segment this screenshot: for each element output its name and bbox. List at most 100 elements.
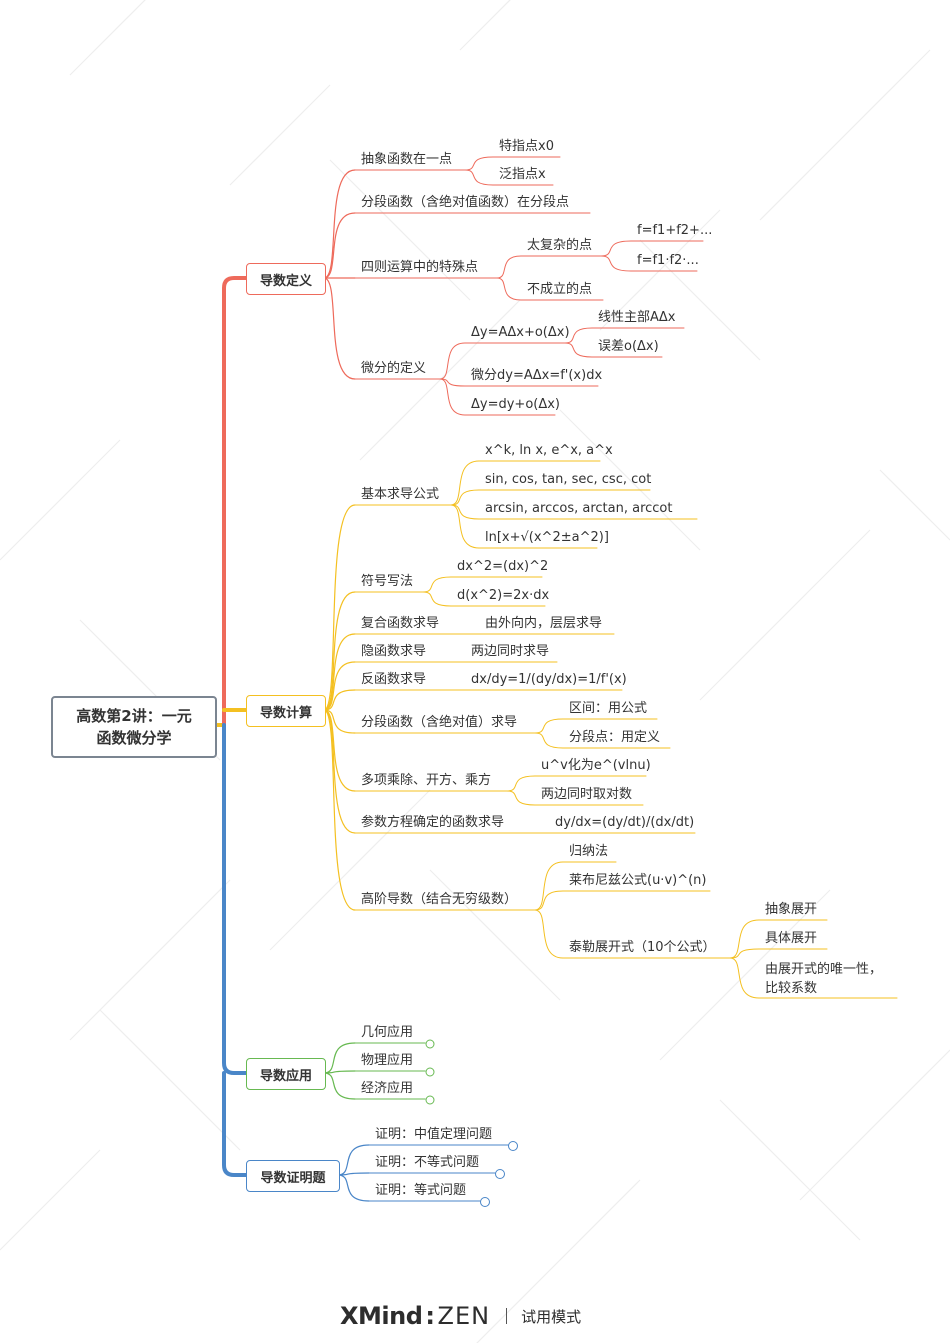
curve-connector [323, 277, 356, 380]
collapse-indicator[interactable] [508, 1141, 518, 1151]
branch-label: 导数应用 [259, 1068, 312, 1084]
topic-basic-power-exp[interactable]: x^k, ln x, e^x, a^x [485, 443, 613, 458]
collapse-indicator[interactable] [425, 1095, 435, 1105]
topic-higher-derivative[interactable]: 高阶导数（结合无穷级数） [361, 892, 518, 907]
curve-connector [534, 732, 564, 749]
topic-general-point[interactable]: 泛指点x [499, 167, 546, 182]
curve-connector [564, 342, 593, 358]
topic-induction[interactable]: 归纳法 [569, 844, 609, 859]
topic-delta-y-formula[interactable]: Δy=AΔx+o(Δx) [471, 325, 570, 340]
topic-abstract-function[interactable]: 抽象函数在一点 [361, 152, 453, 167]
topic-geometry-application[interactable]: 几何应用 [361, 1025, 414, 1040]
brand-edition: ZEN [437, 1302, 491, 1330]
topic-product-form[interactable]: f=f1·f2·... [637, 253, 699, 268]
topic-taylor-concrete[interactable]: 具体展开 [765, 931, 818, 946]
topic-composite-detail[interactable]: 由外向内，层层求导 [485, 616, 603, 631]
topic-composite-derivative[interactable]: 复合函数求导 [361, 616, 440, 631]
branch-derivative-application[interactable]: 导数应用 [246, 1058, 326, 1090]
curve-connector [464, 156, 494, 171]
topic-basic-formulas[interactable]: 基本求导公式 [361, 487, 440, 502]
curve-connector [534, 909, 564, 959]
topic-proof-inequality[interactable]: 证明：不等式问题 [375, 1155, 480, 1170]
curve-connector [450, 504, 480, 549]
curve-connector [506, 775, 536, 792]
curve-connector [422, 576, 452, 593]
curve-connector [450, 489, 480, 506]
curve-connector [323, 1070, 356, 1074]
branch-derivative-calculation[interactable]: 导数计算 [246, 695, 326, 727]
topic-sum-form[interactable]: f=f1+f2+... [637, 223, 713, 238]
topic-linear-principal[interactable]: 线性主部AΔx [598, 310, 676, 325]
trunk-lower [222, 723, 248, 1075]
curve-connector [422, 591, 452, 607]
topic-inverse-derivative[interactable]: 反函数求导 [361, 672, 427, 687]
curve-connector [323, 1042, 356, 1074]
topic-parametric-derivative[interactable]: 参数方程确定的函数求导 [361, 815, 505, 830]
curve-connector [323, 709, 356, 734]
topic-basic-trig[interactable]: sin, cos, tan, sec, csc, cot [485, 472, 652, 487]
curve-connector [323, 1072, 356, 1100]
topic-taylor-abstract[interactable]: 抽象展开 [765, 902, 818, 917]
topic-economics-application[interactable]: 经济应用 [361, 1081, 414, 1096]
topic-notation[interactable]: 符号写法 [361, 574, 414, 589]
root-topic[interactable]: 高数第2讲：一元 函数微分学 [51, 696, 217, 758]
collapse-indicator[interactable] [425, 1039, 435, 1049]
topic-notation-dx2[interactable]: dx^2=(dx)^2 [457, 559, 549, 574]
topic-piecewise-point[interactable]: 分段函数（含绝对值函数）在分段点 [361, 195, 570, 210]
topic-parametric-detail[interactable]: dy/dx=(dy/dt)/(dx/dt) [555, 815, 695, 830]
collapse-indicator[interactable] [480, 1197, 490, 1207]
curve-connector [323, 709, 356, 834]
topic-multi-exp-form[interactable]: u^v化为e^(vlnu) [541, 758, 651, 773]
collapse-indicator[interactable] [495, 1169, 505, 1179]
trunk-definition [222, 276, 248, 727]
curve-connector [600, 240, 632, 257]
topic-notation-dx2-product[interactable]: d(x^2)=2x·dx [457, 588, 550, 603]
topic-physics-application[interactable]: 物理应用 [361, 1053, 414, 1068]
topic-complex-point[interactable]: 太复杂的点 [527, 238, 593, 253]
trial-mode-label: 试用模式 [521, 1307, 582, 1326]
topic-piecewise-breakpoint[interactable]: 分段点：用定义 [569, 730, 661, 745]
curve-connector [323, 591, 356, 711]
footer-divider [506, 1308, 508, 1324]
topic-inverse-detail[interactable]: dx/dy=1/(dy/dx)=1/f'(x) [471, 672, 627, 687]
branch-label: 导数定义 [259, 273, 312, 289]
topic-leibniz[interactable]: 莱布尼兹公式(u·v)^(n) [569, 873, 707, 888]
topic-specific-point[interactable]: 特指点x0 [499, 139, 554, 154]
topic-proof-equality[interactable]: 证明：等式问题 [375, 1183, 467, 1198]
root-topic-line1: 高数第2讲：一元 [76, 707, 192, 725]
topic-taylor-uniqueness[interactable]: 由展开式的唯一性，比较系数 [765, 962, 883, 996]
curve-connector [496, 277, 522, 301]
topic-error-term[interactable]: 误差o(Δx) [598, 339, 659, 354]
topic-piecewise-derivative[interactable]: 分段函数（含绝对值）求导 [361, 715, 518, 730]
brand-colon: : [425, 1302, 435, 1330]
branch-derivative-definition[interactable]: 导数定义 [246, 263, 326, 295]
curve-connector [439, 378, 466, 416]
topic-basic-log-sqrt[interactable]: ln[x+√(x^2±a^2)] [485, 530, 609, 545]
curve-connector [534, 861, 564, 911]
topic-implicit-derivative[interactable]: 隐函数求导 [361, 644, 427, 659]
topic-differential-dy[interactable]: 微分dy=AΔx=f'(x)dx [471, 368, 603, 383]
curve-connector [729, 919, 760, 959]
curve-connector [323, 661, 356, 711]
branch-label: 导数证明题 [260, 1170, 326, 1186]
topic-differential-definition[interactable]: 微分的定义 [361, 361, 427, 376]
curve-connector [323, 709, 356, 911]
topic-arithmetic-special-point[interactable]: 四则运算中的特殊点 [361, 260, 479, 275]
curve-connector [323, 709, 356, 792]
topic-multi-operations[interactable]: 多项乘除、开方、乘方 [361, 773, 492, 788]
topic-piecewise-interval[interactable]: 区间：用公式 [569, 701, 648, 716]
collapse-indicator[interactable] [425, 1067, 435, 1077]
topic-taylor[interactable]: 泰勒展开式（10个公式） [569, 940, 716, 955]
topic-delta-y-dy[interactable]: Δy=dy+o(Δx) [471, 397, 561, 412]
topic-proof-mean-value[interactable]: 证明：中值定理问题 [375, 1127, 493, 1142]
topic-basic-inverse-trig[interactable]: arcsin, arccos, arctan, arccot [485, 501, 673, 516]
branch-derivative-proof[interactable]: 导数证明题 [246, 1160, 340, 1192]
topic-invalid-point[interactable]: 不成立的点 [527, 282, 593, 297]
curve-connector [337, 1174, 370, 1202]
topic-multi-log[interactable]: 两边同时取对数 [541, 787, 633, 802]
curve-connector [323, 212, 356, 279]
topic-implicit-detail[interactable]: 两边同时求导 [471, 644, 550, 659]
curve-connector [323, 633, 356, 711]
footer-brand: XMind : ZEN 试用模式 [340, 1299, 581, 1333]
